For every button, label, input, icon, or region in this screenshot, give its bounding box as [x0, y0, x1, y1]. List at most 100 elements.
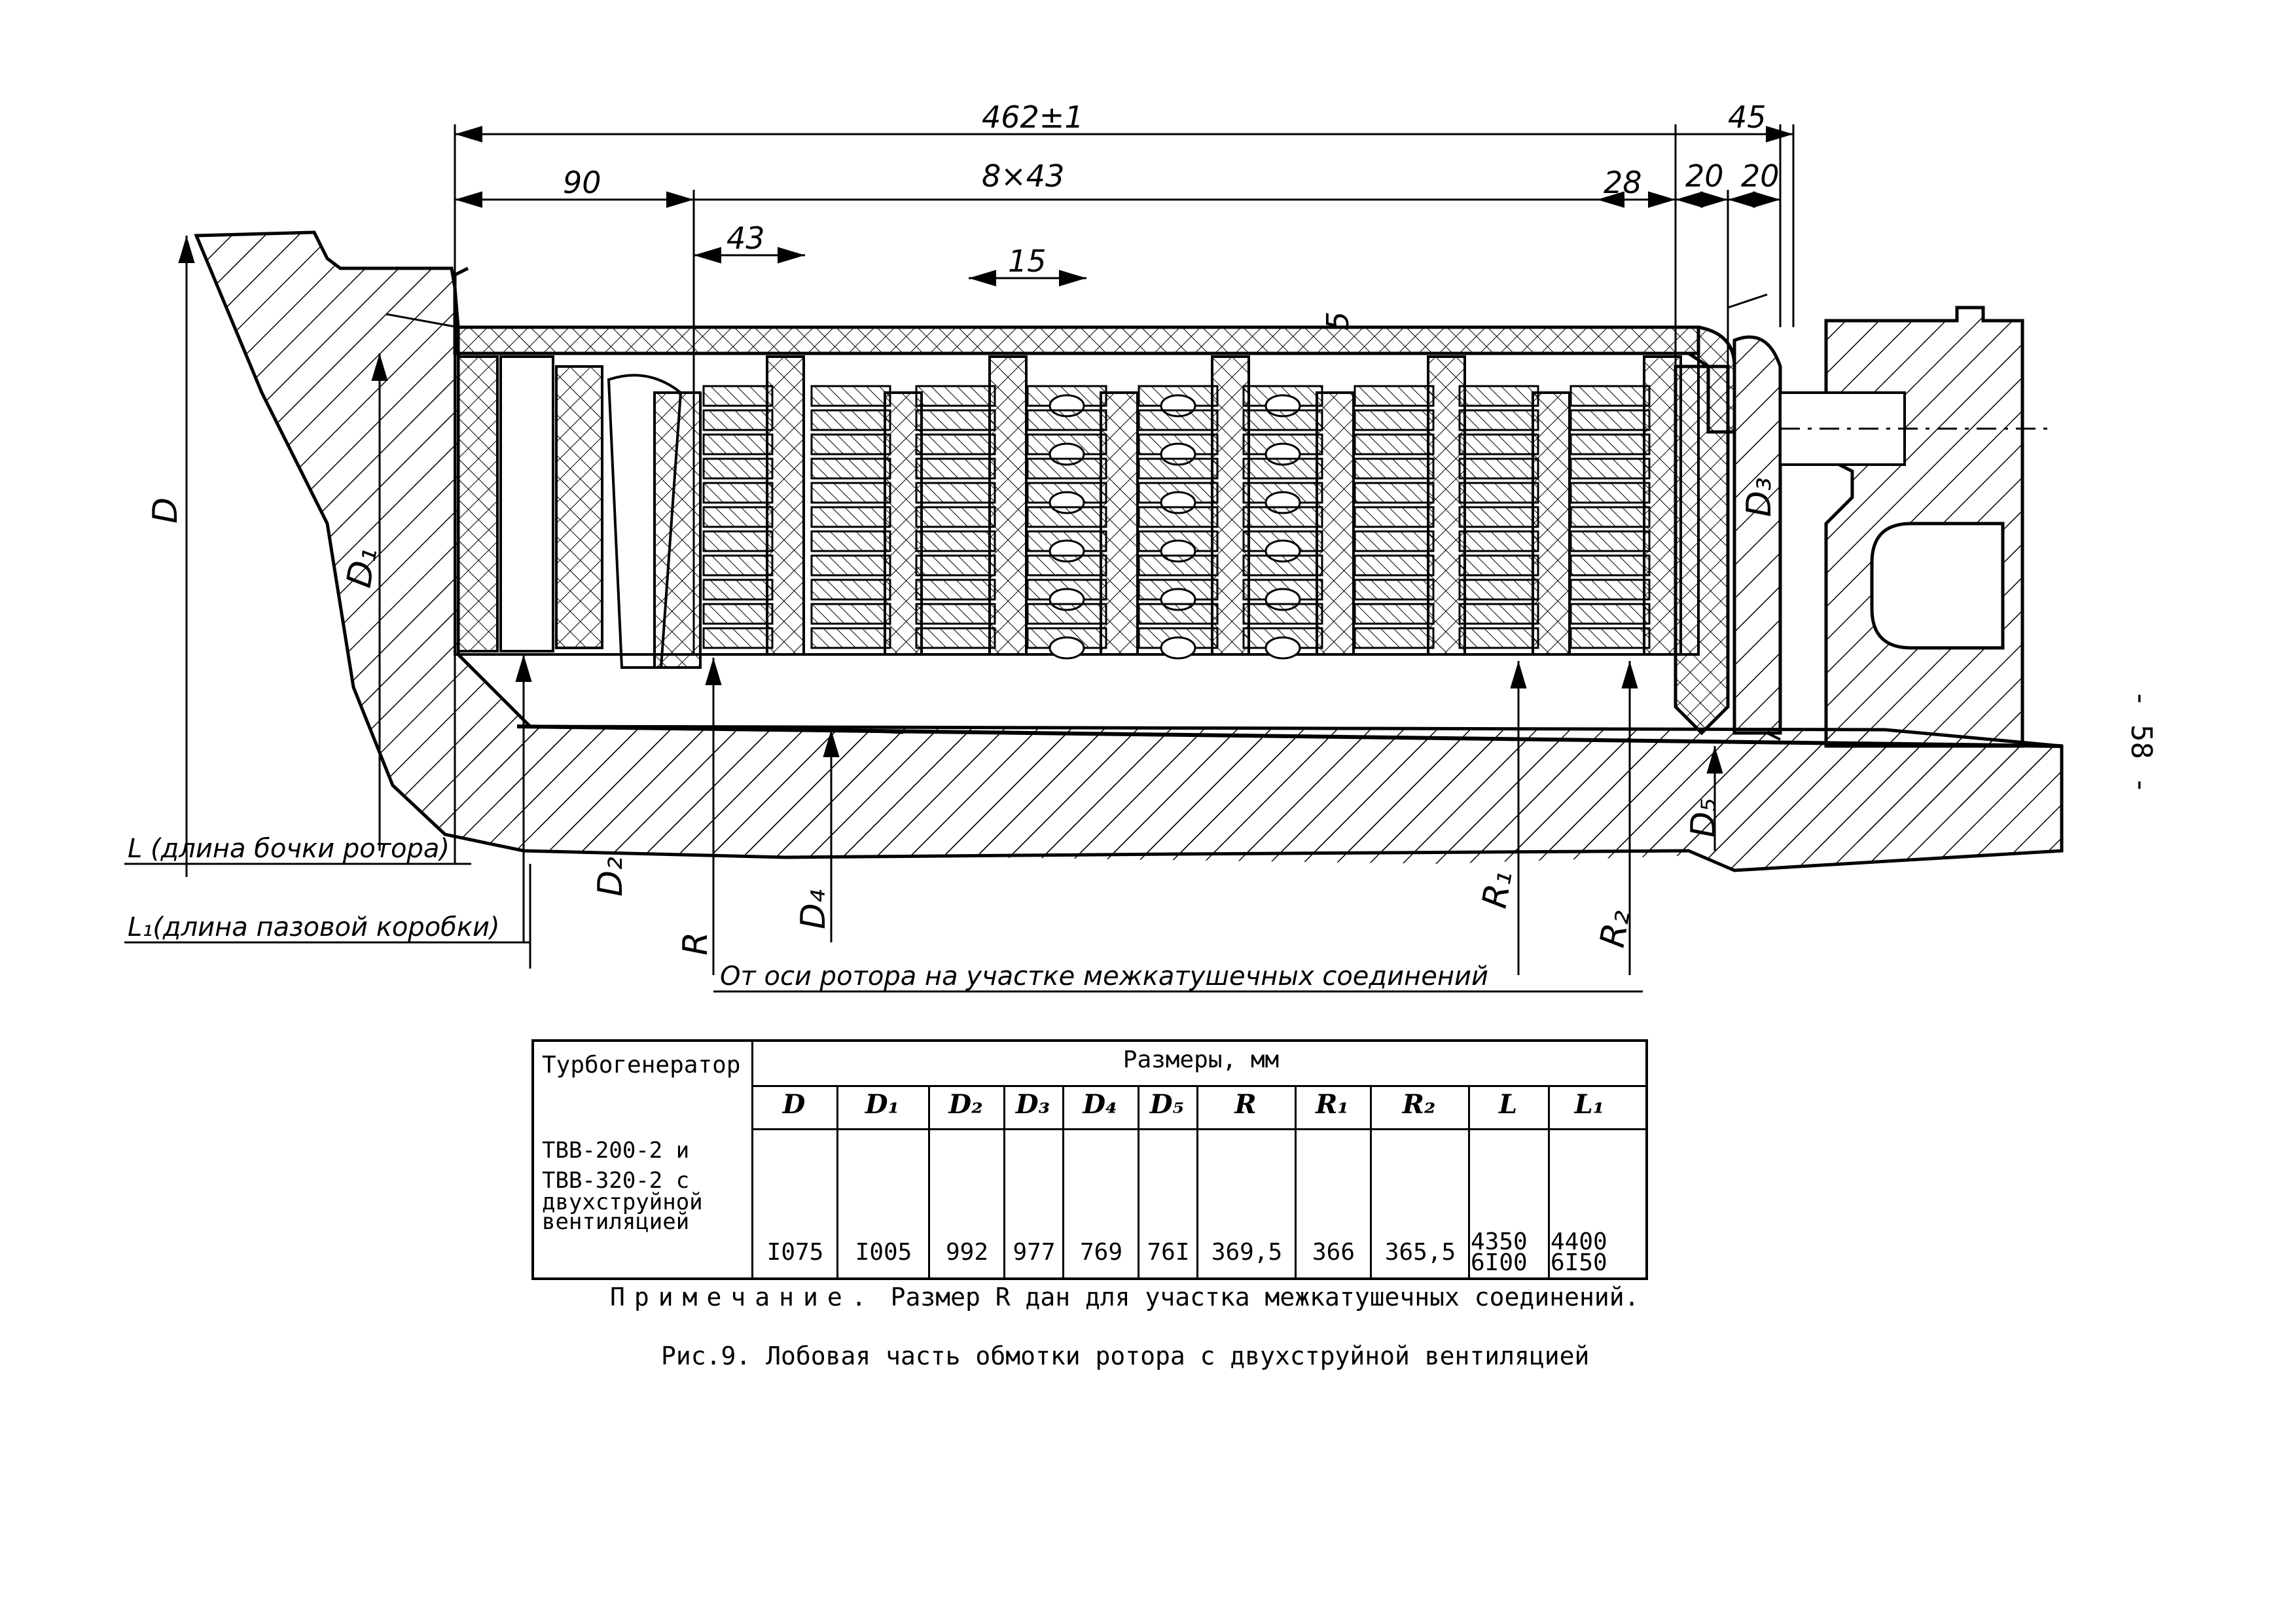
figure-caption: Рис.9. Лобовая часть обмотки ротора с дв…: [661, 1342, 1590, 1370]
table-symbol-header: R₁: [1316, 1089, 1349, 1120]
group-header-dimensions: Размеры, мм: [1122, 1046, 1280, 1073]
coil-turn: [1458, 506, 1539, 528]
coil-turn: [1138, 603, 1219, 625]
table-value-cell: 76I: [1147, 1239, 1190, 1266]
table-symbol-header: L: [1498, 1089, 1518, 1120]
row-name-line-4: вентиляцией: [542, 1209, 690, 1235]
table-symbol-header: D: [782, 1089, 806, 1120]
dimension-lines: [124, 124, 1795, 993]
dim-pitch: 8×43: [982, 158, 1064, 194]
dim-first-gap: 43: [726, 221, 765, 256]
ventilation-duct: [1160, 636, 1196, 660]
retaining-ring: [453, 325, 1700, 355]
coil-turn: [1026, 554, 1107, 577]
note: Примечание. Размер R дан для участка меж…: [610, 1283, 1639, 1311]
coil-turn: [915, 627, 996, 649]
coil-turn: [1354, 627, 1435, 649]
dim-right-20b: 20: [1741, 158, 1780, 194]
table-column-divider: [836, 1085, 838, 1277]
coil-turn: [1242, 554, 1323, 577]
table-symbol-header: D₂: [948, 1089, 983, 1120]
page-number: - 58 -: [2124, 690, 2158, 794]
table-symbol-header: D₄: [1083, 1089, 1117, 1120]
coil-turn: [1570, 530, 1651, 552]
dim-right-28: 28: [1604, 165, 1642, 200]
coil-turn: [810, 385, 891, 407]
table-column-divider: [1003, 1085, 1005, 1277]
label-D4: D₄: [794, 889, 833, 929]
ventilation-duct: [1049, 636, 1085, 660]
table-column-divider: [1138, 1085, 1139, 1277]
table-value-cell: 4400 6I50: [1551, 1228, 1607, 1276]
dim-right-end: 45: [1728, 99, 1767, 135]
table-symbol-header: L₁: [1574, 1089, 1605, 1120]
coil-turn: [1570, 433, 1651, 455]
coil-turn: [702, 530, 774, 552]
table-value-cell: 369,5: [1211, 1239, 1283, 1266]
dim-right-20a: 20: [1685, 158, 1724, 194]
label-D2: D₂: [591, 857, 630, 897]
coil-turn: [915, 530, 996, 552]
coil-turn: [810, 457, 891, 480]
interturn-spacer: [1100, 391, 1139, 656]
note-text: Размер R дан для участка межкатушечных с…: [890, 1283, 1640, 1311]
row-name: ТВВ-200-2 и ТВВ-320-2 с двухструйной вен…: [542, 1132, 751, 1235]
row-name-line-1: ТВВ-200-2 и: [542, 1137, 690, 1164]
coil-turn: [702, 579, 774, 601]
dim-left-section: 90: [563, 165, 601, 200]
label-L: L (длина бочки ротора): [128, 834, 450, 864]
coil-turn: [1458, 482, 1539, 504]
table-value-cell: 992: [945, 1239, 989, 1266]
coil-turn: [1458, 457, 1539, 480]
label-D: D: [146, 497, 185, 524]
ventilation-duct: [1265, 636, 1301, 660]
coil-turn: [702, 482, 774, 504]
coil-turn: [1570, 506, 1651, 528]
coil-turn: [810, 603, 891, 625]
coil-turn: [1458, 603, 1539, 625]
table-value-cell: I005: [855, 1239, 912, 1266]
dim-vertical-5: 5: [1320, 312, 1355, 330]
coil-turn: [1458, 385, 1539, 407]
coil-turn: [1354, 530, 1435, 552]
dim-overall: 462±1: [982, 99, 1084, 135]
table-symbol-header: D₅: [1149, 1089, 1185, 1120]
coil-turn: [1458, 554, 1539, 577]
table-value-cell: 365,5: [1384, 1239, 1456, 1266]
interturn-spacer: [1316, 391, 1355, 656]
coil-turn: [1458, 530, 1539, 552]
coil-stacks: [702, 385, 1651, 660]
coil-turn: [702, 385, 774, 407]
table-symbol-header: D₁: [865, 1089, 900, 1120]
coil-turn: [1354, 457, 1435, 480]
coil-turn: [1570, 409, 1651, 431]
coil-turn: [1570, 554, 1651, 577]
coil-turn: [810, 627, 891, 649]
table-value-cell: 4350 6I00: [1471, 1228, 1528, 1276]
coil-turn: [1242, 409, 1323, 431]
coil-turn: [1354, 409, 1435, 431]
coil-turn: [1138, 409, 1219, 431]
col-header-turbogenerator: Турбогенератор: [542, 1052, 741, 1079]
coil-turn: [1570, 482, 1651, 504]
coil-turn: [1354, 385, 1435, 407]
label-L1: L₁(длина пазовой коробки): [128, 912, 500, 942]
coil-turn: [810, 482, 891, 504]
shaft: [452, 726, 2062, 864]
coil-turn: [1570, 603, 1651, 625]
table-column-divider: [1468, 1085, 1470, 1277]
coil-turn: [1138, 506, 1219, 528]
table-value-cell: 977: [1013, 1239, 1056, 1266]
coil-turn: [1458, 433, 1539, 455]
coil-turn: [810, 530, 891, 552]
coil-turn: [1026, 506, 1107, 528]
coil-turn: [1458, 409, 1539, 431]
table-value-cell: 366: [1312, 1239, 1355, 1266]
coil-turn: [915, 579, 996, 601]
table-column-divider: [751, 1085, 753, 1277]
label-D1: D₁: [340, 544, 386, 590]
table-symbol-header: R₂: [1402, 1089, 1436, 1120]
coil-turn: [702, 603, 774, 625]
